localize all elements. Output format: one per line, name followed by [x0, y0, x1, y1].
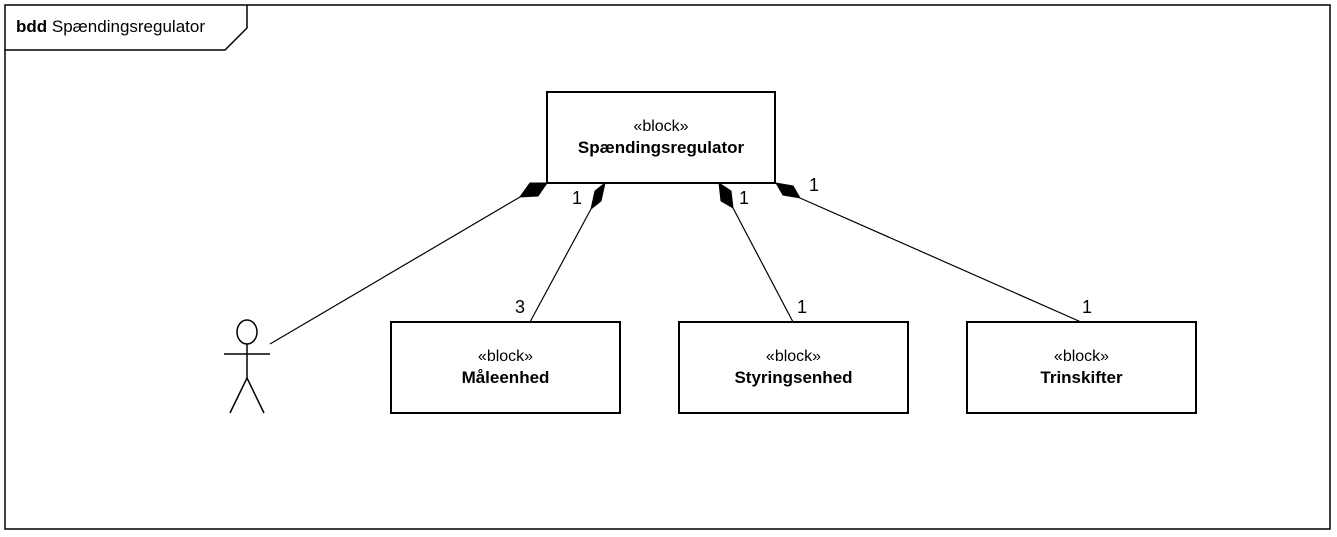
block-stereotype: «block» — [1053, 348, 1110, 365]
block-stereotype: «block» — [633, 118, 689, 135]
multiplicity-styringsenhed-owner: 1 — [739, 188, 750, 208]
actor-left-leg — [229, 377, 248, 414]
composition-line-trinskifter — [799, 197, 1082, 323]
composition-diamond-actor — [518, 182, 548, 198]
composition-diamond-maaleenhed — [590, 181, 606, 211]
actor-right-leg — [246, 377, 265, 414]
multiplicity-trinskifter-part: 1 — [1082, 297, 1093, 317]
frame-kind: bdd — [16, 17, 48, 36]
block-stereotype: «block» — [477, 348, 534, 365]
block-stereotype: «block» — [765, 348, 822, 365]
multiplicity-styringsenhed-part: 1 — [797, 297, 808, 317]
block-spaendingsregulator[interactable]: «block» Spændingsregulator — [546, 91, 776, 184]
composition-diamond-trinskifter — [775, 182, 801, 199]
diagram-frame — [4, 4, 1331, 530]
actor-head — [236, 319, 258, 345]
actor-figure — [224, 319, 270, 414]
block-name: Styringsenhed — [734, 368, 853, 387]
frame-title: bdd Spændingsregulator — [16, 17, 205, 37]
block-name: Trinskifter — [1040, 368, 1123, 387]
frame-name-tab — [5, 5, 248, 51]
multiplicity-maaleenhed-owner: 1 — [572, 188, 583, 208]
multiplicity-maaleenhed-part: 3 — [515, 297, 526, 317]
composition-diamond-styringsenhed — [718, 181, 734, 209]
composition-line-actor — [269, 196, 521, 345]
composition-line-maaleenhed — [529, 208, 592, 323]
block-name: Spændingsregulator — [577, 138, 745, 157]
multiplicity-trinskifter-owner: 1 — [809, 175, 820, 195]
composition-line-styringsenhed — [732, 207, 794, 323]
block-trinskifter[interactable]: «block» Trinskifter — [966, 321, 1197, 414]
block-styringsenhed[interactable]: «block» Styringsenhed — [678, 321, 909, 414]
block-name: Måleenhed — [461, 368, 550, 387]
frame-name: Spændingsregulator — [51, 17, 205, 36]
block-maaleenhed[interactable]: «block» Måleenhed — [390, 321, 621, 414]
